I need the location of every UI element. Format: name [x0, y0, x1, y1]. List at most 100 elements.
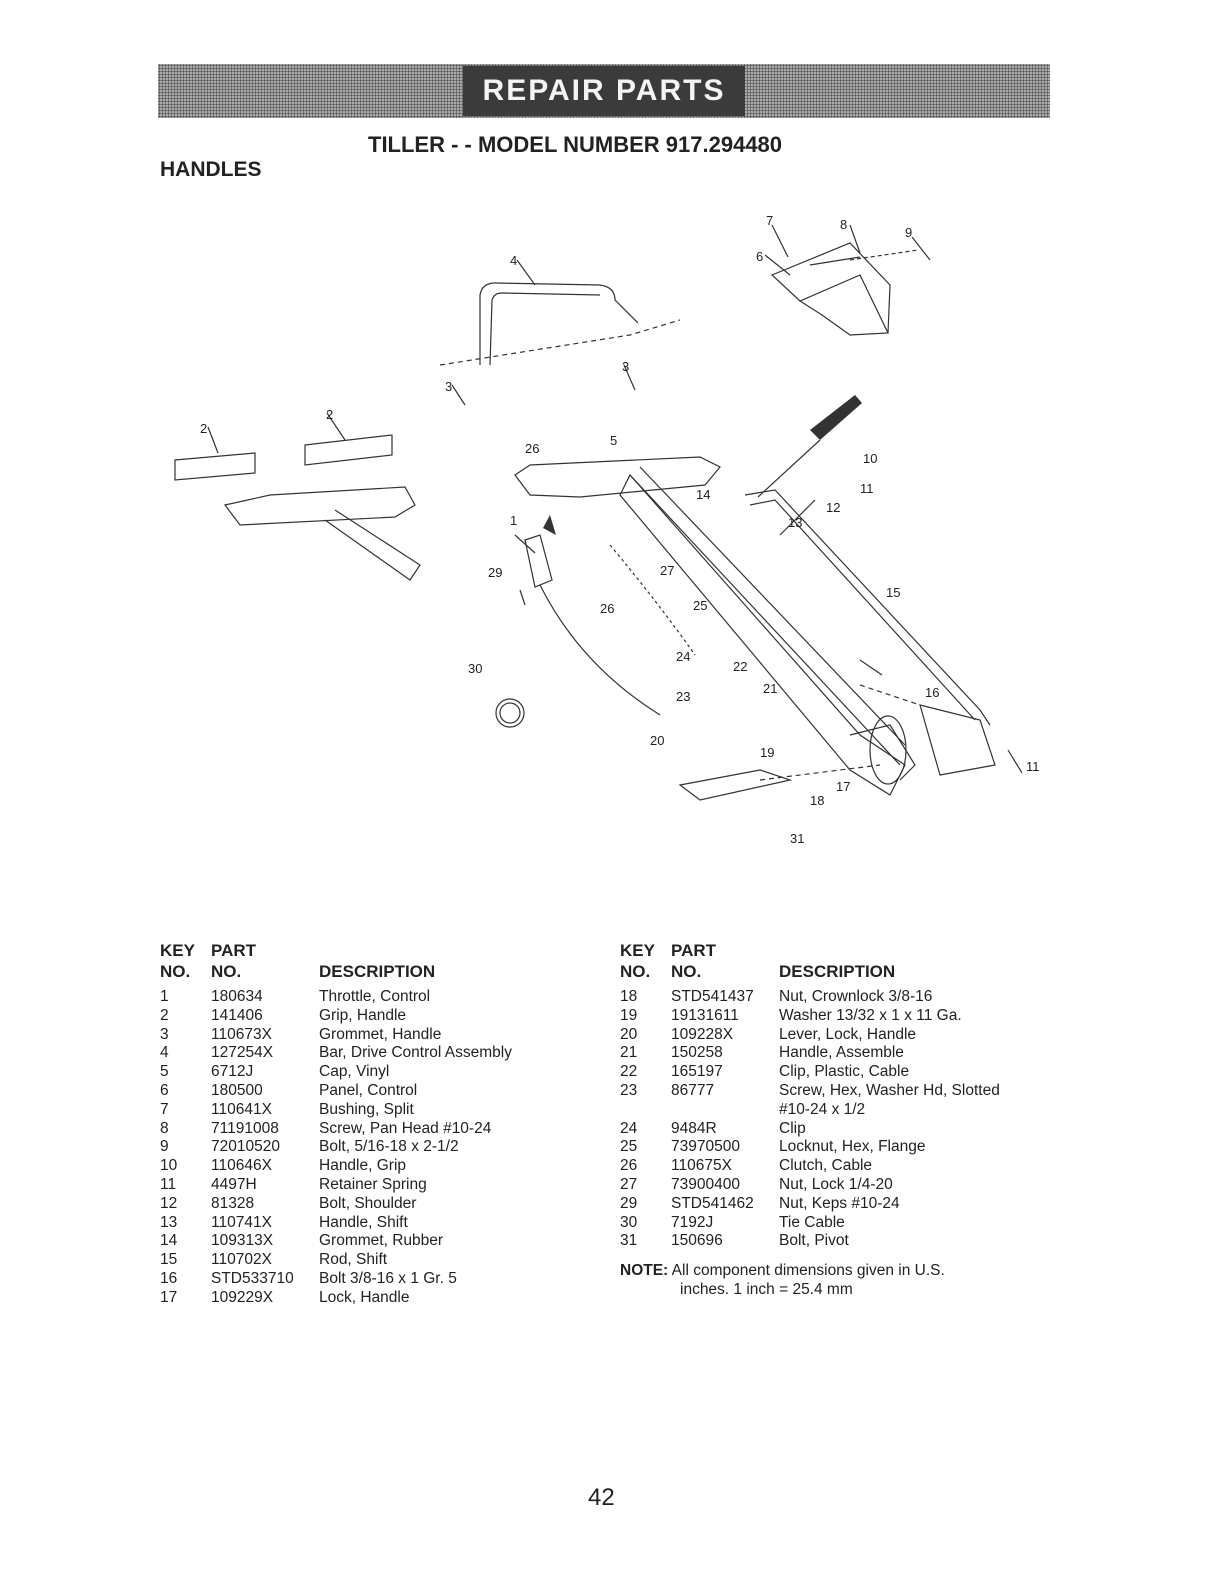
description-cell: Clip, Plastic, Cable [779, 1063, 910, 1081]
callout-label: 29 [488, 565, 502, 580]
callout-label: 2 [200, 421, 207, 436]
header-key: KEY [160, 941, 195, 960]
note-line-2: inches. 1 inch = 25.4 mm [680, 1281, 853, 1298]
callout-label: 10 [863, 451, 877, 466]
key-cell: 23 [620, 1081, 638, 1099]
part-number-cell: 110741X [211, 1213, 272, 1231]
diagram-svg: 7 8 9 6 4 3 3 2 2 26 5 10 11 12 13 14 1 … [174, 213, 1040, 846]
key-cell: 6 [160, 1081, 169, 1099]
callout-label: 12 [826, 500, 840, 515]
callout-label: 2 [326, 407, 333, 422]
part-number-cell: 110702X [211, 1251, 272, 1269]
section-title: HANDLES [160, 158, 262, 181]
part-number-cell: 4497H [211, 1175, 257, 1193]
note-label: NOTE: [620, 1262, 669, 1279]
description-cell: Clip [779, 1119, 806, 1137]
key-cell: 7 [160, 1100, 169, 1118]
grip-right-shape [304, 434, 393, 466]
part-number-cell: 180634 [211, 988, 263, 1005]
key-cell: 1 [160, 988, 169, 1005]
part-number-cell: 86777 [671, 1081, 715, 1099]
part-number-cell: 71191008 [211, 1119, 279, 1137]
callout-label: 3 [445, 379, 452, 394]
description-cell: Bolt 3/8-16 x 1 Gr. 5 [319, 1269, 457, 1287]
key-cell: 2 [160, 1006, 169, 1024]
part-number-cell: 72010520 [211, 1138, 280, 1156]
header-part: PART [671, 941, 717, 960]
part-number-cell: 127254X [211, 1044, 274, 1062]
description-cell: Rod, Shift [319, 1251, 388, 1269]
header-part-no: NO. [211, 962, 242, 981]
description-cell: #10-24 x 1/2 [779, 1100, 866, 1118]
handles-exploded-diagram: 7 8 9 6 4 3 3 2 2 26 5 10 11 12 13 14 1 … [160, 205, 1060, 885]
table-row: 10 110646X Handle, Grip [160, 1157, 569, 1176]
callout-label: 24 [676, 649, 690, 664]
callout-label: 26 [600, 601, 614, 616]
header-description: DESCRIPTION [319, 962, 436, 981]
key-cell: 13 [160, 1213, 178, 1231]
key-cell [620, 1101, 671, 1120]
description-cell: Locknut, Hex, Flange [779, 1138, 926, 1156]
callout-label: 3 [622, 359, 629, 374]
part-number-cell: 180500 [211, 1081, 263, 1099]
key-cell: 29 [620, 1194, 638, 1212]
handle-loop-shape [514, 456, 721, 498]
description-cell: Nut, Lock 1/4-20 [779, 1175, 893, 1193]
callout-label: 25 [693, 598, 707, 613]
callout-label: 18 [810, 793, 824, 808]
part-number-cell: 109228X [671, 1025, 734, 1043]
callout-label: 15 [886, 585, 900, 600]
table-row: 25 73970500 Locknut, Hex, Flange [620, 1138, 1039, 1157]
banner-title: REPAIR PARTS [462, 66, 746, 116]
key-cell: 25 [620, 1138, 638, 1156]
callout-label: 16 [925, 685, 939, 700]
part-number-cell: 73900400 [671, 1175, 740, 1193]
callout-label: 11 [1026, 759, 1040, 774]
key-cell: 16 [160, 1269, 178, 1287]
key-cell: 4 [160, 1044, 169, 1062]
part-number-cell: 150696 [671, 1232, 723, 1250]
description-cell: Throttle, Control [319, 988, 431, 1005]
table-row: 1 180634 Throttle, Control [160, 988, 569, 1007]
part-number-cell: 110646X [211, 1157, 272, 1175]
part-number-cell: 73970500 [671, 1138, 740, 1156]
key-cell: 3 [160, 1025, 169, 1043]
description-cell: Lever, Lock, Handle [779, 1025, 917, 1043]
callout-label: 19 [760, 745, 774, 760]
part-number-cell: STD541437 [671, 988, 754, 1005]
part-number-cell: 109229X [211, 1288, 274, 1306]
part-number-cell: STD533710 [211, 1269, 294, 1287]
header-part: PART [211, 941, 257, 960]
part-number-cell: 141406 [211, 1006, 263, 1024]
description-cell: Nut, Keps #10-24 [779, 1194, 900, 1212]
header-description: DESCRIPTION [779, 962, 896, 981]
callout-label: 7 [766, 213, 773, 228]
key-cell: 10 [160, 1157, 178, 1175]
table-row: 16 STD533710 Bolt 3/8-16 x 1 Gr. 5 [160, 1270, 569, 1289]
part-number-cell: 9484R [671, 1119, 717, 1137]
key-cell: 11 [160, 1175, 177, 1193]
callout-label: 31 [790, 831, 804, 846]
key-cell: 18 [620, 988, 638, 1005]
description-cell: Handle, Grip [319, 1157, 407, 1175]
key-cell: 31 [620, 1232, 638, 1250]
callout-label: 22 [733, 659, 747, 674]
callout-label: 30 [468, 661, 482, 676]
part-number-cell: 150258 [671, 1044, 723, 1062]
key-cell: 22 [620, 1063, 638, 1081]
handle-assembly-shape [619, 473, 906, 796]
key-cell: 26 [620, 1157, 638, 1175]
page-number: 42 [588, 1484, 615, 1511]
model-title: TILLER - - MODEL NUMBER 917.294480 [368, 132, 783, 157]
callout-label: 23 [676, 689, 690, 704]
